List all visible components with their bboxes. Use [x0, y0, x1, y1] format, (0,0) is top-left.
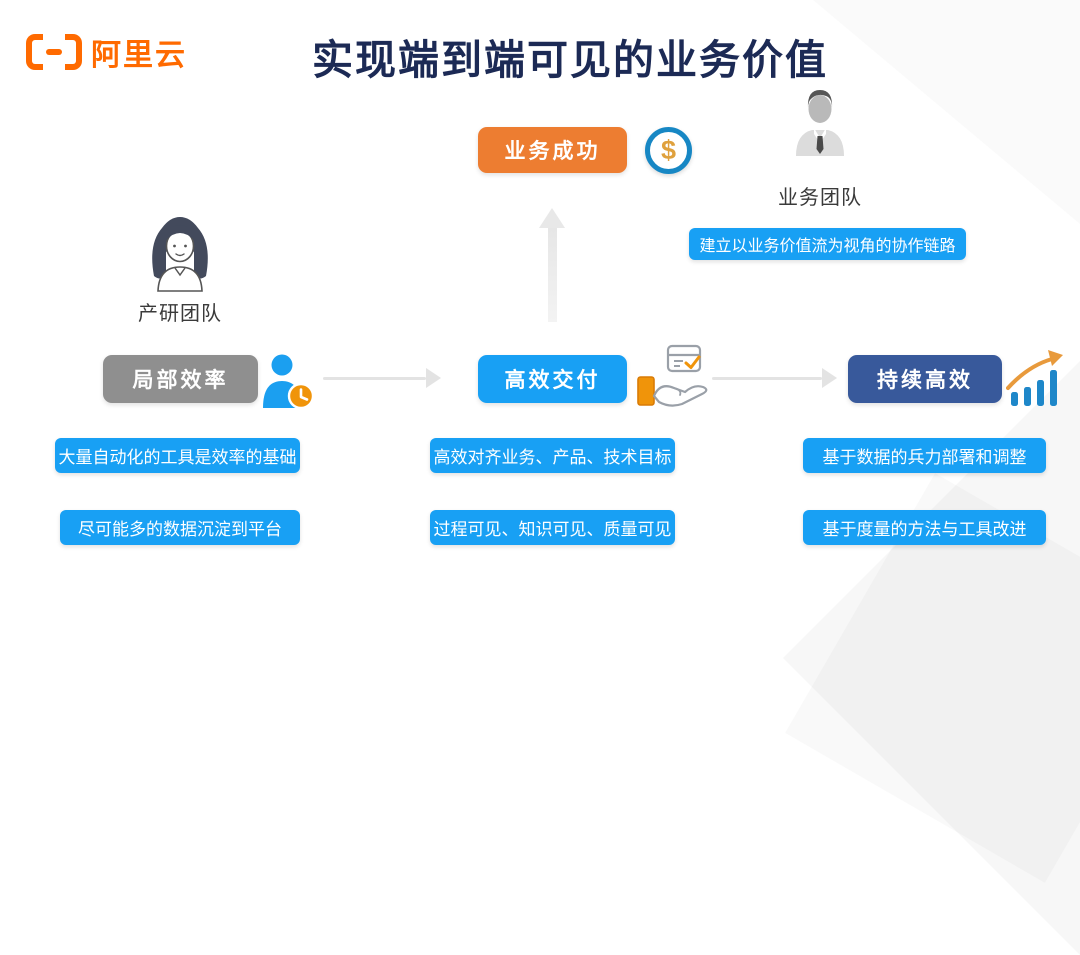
rising-bar-chart-icon	[1006, 348, 1068, 413]
arrow-right-head	[822, 368, 837, 388]
arrow-right-icon	[712, 368, 837, 388]
callout-left-1: 大量自动化的工具是效率的基础	[55, 438, 300, 473]
node-business-success: 业务成功	[478, 127, 627, 173]
arrow-right-shaft	[323, 376, 426, 380]
alibaba-cloud-logo: 阿里云	[26, 30, 187, 74]
callout-right-2: 基于度量的方法与工具改进	[803, 510, 1046, 545]
logo-text: 阿里云	[91, 39, 187, 72]
dollar-coin-icon: $	[645, 127, 692, 174]
arrow-right-icon	[323, 368, 441, 388]
callout-right-1: 基于数据的兵力部署和调整	[803, 438, 1046, 473]
arrow-up-head	[539, 208, 565, 228]
dev-team-label: 产研团队	[138, 303, 222, 325]
arrow-up-shaft	[547, 228, 557, 322]
hand-delivering-box-icon	[628, 344, 712, 419]
logo-bracket-left	[26, 34, 43, 70]
person-with-clock-icon	[261, 352, 315, 415]
dev-person-avatar	[142, 210, 218, 297]
business-person-avatar	[788, 88, 852, 161]
node-efficient-delivery: 高效交付	[478, 355, 627, 403]
node-sustained-efficiency: 持续高效	[848, 355, 1002, 403]
callout-middle-1: 高效对齐业务、产品、技术目标	[430, 438, 675, 473]
arrow-right-head	[426, 368, 441, 388]
dollar-symbol: $	[660, 135, 677, 165]
logo-dash	[46, 49, 62, 55]
node-local-efficiency: 局部效率	[103, 355, 258, 403]
alibaba-cloud-logo-icon	[26, 34, 82, 70]
slide: 阿里云 实现端到端可见的业务价值 业务成功 $ 业务团队 建立以业务价值流为视角…	[26, 30, 1068, 545]
callout-left-2: 尽可能多的数据沉淀到平台	[60, 510, 300, 545]
page-title: 实现端到端可见的业务价值	[312, 37, 828, 83]
logo-bracket-right	[65, 34, 82, 70]
business-collab-tag: 建立以业务价值流为视角的协作链路	[689, 228, 966, 260]
arrow-right-shaft	[712, 376, 822, 380]
callout-middle-2: 过程可见、知识可见、质量可见	[430, 510, 675, 545]
arrow-up-icon	[538, 208, 566, 322]
business-team-label: 业务团队	[778, 187, 862, 209]
